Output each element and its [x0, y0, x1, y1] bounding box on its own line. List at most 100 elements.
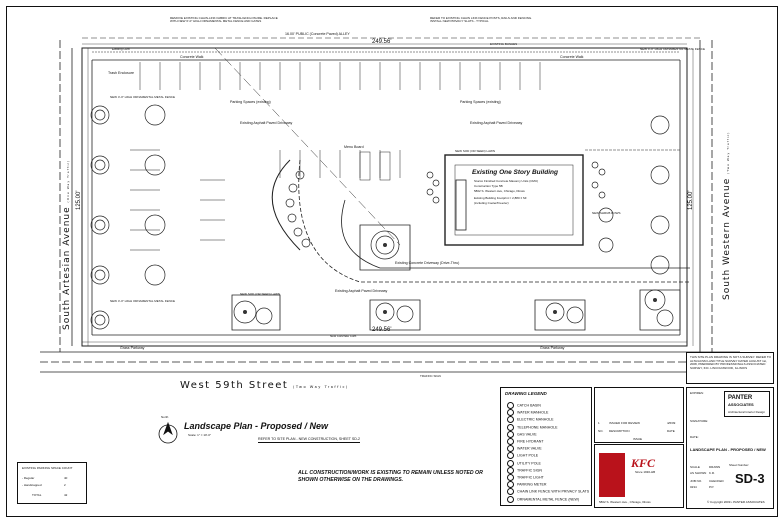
rev-issued: ISSUE [633, 437, 643, 441]
drawn-label: DRAWN [709, 465, 721, 469]
legend-symbol-icon [507, 430, 514, 438]
drawing-scale: Scale: 1" = 10'-0" [188, 433, 211, 437]
brand-since: Since 1930-HB [635, 470, 656, 474]
brand-address: 5802 S. Western Ave., Chicago, Illinois [599, 500, 651, 504]
rev-hdr-date: DATE [667, 429, 675, 433]
revision-block: 1 ISSUED FOR REVIEW 4/6/09 NO. DESCRIPTI… [594, 387, 684, 443]
copyright: © Copyright 2009 • PANTER ASSOCIATES [707, 500, 765, 504]
legend-item: ORNAMENTAL METAL FENCE (NEW) [507, 495, 579, 503]
sheet-label: Sheet Number: [729, 463, 750, 467]
grass-callout-1: NEW SOD (OR SEED) LAWN [455, 149, 496, 153]
legend-symbol-icon [507, 438, 514, 445]
asphalt-drive-label-3: Existing Asphalt Paved Driveway [335, 289, 388, 293]
legend-symbol-icon [507, 445, 514, 453]
legend-item-label: GAS VALVE [517, 432, 537, 437]
handicapped-label: - Handicapped [22, 483, 42, 487]
legend-item: TELEPHONE MANHOLE [507, 423, 558, 431]
total-label: TOTAL [32, 493, 42, 497]
asphalt-drive-label-2: Existing Asphalt Paved Driveway [470, 121, 523, 125]
legend-item: TRAFFIC LIGHT [507, 474, 544, 481]
trash-enclosure-label: Trash Enclosure [108, 71, 135, 75]
checked-label: CHECKED [709, 479, 724, 483]
legend-item: CHAIN LINK FENCE WITH PRIVACY SLATS [507, 488, 589, 496]
legend-symbol-icon [507, 452, 514, 460]
survey-note-box: THIS SITE PLAN DRAWING IS NOT A SURVEY. … [686, 352, 774, 384]
job-value: 0234 [690, 485, 697, 489]
grass-parkway-label: Grass Parkway [120, 346, 145, 350]
concrete-drive-label: Existing Concrete Driveway (Drive-Thru) [395, 261, 460, 265]
chain-link-note: REMOVE EXISTING CHAIN-LINK FABRIC AT TRA… [170, 16, 278, 24]
menu-board-label: Menu Board [344, 145, 364, 149]
colonel-logo [599, 453, 625, 497]
parking-count-title: EXISTING PARKING SPACE COUNT [22, 466, 73, 470]
legend-symbol-icon [507, 474, 514, 481]
legend-item-label: FIRE HYDRANT [517, 439, 544, 444]
fence-callout-3: NEW 4'-0" HIGH ORNAMENTAL METAL FENCE [640, 47, 705, 51]
brand-block: KFC Since 1930-HB 5802 S. Western Ave., … [594, 444, 684, 508]
legend-item: GAS VALVE [507, 430, 537, 438]
legend-item: LIGHT POLE [507, 452, 538, 460]
date-label: DATE: [690, 435, 699, 439]
legend-item-label: TRAFFIC SIGN [517, 468, 542, 473]
legend-item-label: CATCH BASIN [517, 403, 541, 408]
legend-item: FIRE HYDRANT [507, 438, 544, 445]
legend-symbol-icon [507, 466, 514, 474]
construction-note: ALL CONSTRUCTION/WORK IS EXISTING TO REM… [298, 470, 483, 483]
legend-symbol-icon [507, 402, 514, 409]
fence-callout-1: NEW 4'-0" HIGH ORNAMENTAL METAL FENCE [110, 95, 175, 99]
drawing-legend: DRAWING LEGEND CATCH BASIN WATER MANHOLE E… [500, 387, 592, 506]
firm-logo-block: PANTER ASSOCIATES Architectural Interior… [724, 391, 770, 417]
curb-callout: Existing Curb [112, 47, 130, 51]
bushes-callout: EXISTING BUSHES [490, 42, 518, 46]
legend-item-label: ELECTRIC MANHOLE [517, 417, 554, 422]
south-dimension: 249.56' [372, 327, 392, 333]
east-dimension: 125.00' [688, 190, 694, 211]
rev-hdr-no: NO. [598, 429, 604, 433]
legend-item: PARKING METER [507, 481, 547, 489]
firm-desc: Architectural Interior Design [728, 410, 766, 414]
legend-symbol-icon [507, 423, 514, 431]
building-line-2: Construction Type 5B [474, 184, 503, 188]
total-value: 42 [64, 493, 68, 497]
scale-value: AS SHOWN [690, 471, 707, 475]
drawing-sheet [6, 6, 778, 517]
legend-item: WATER MANHOLE [507, 409, 549, 417]
concrete-walk-label: Concrete Walk [180, 55, 204, 59]
rev-date: 4/6/09 [667, 421, 676, 425]
legend-symbol-icon [507, 459, 514, 467]
north-arrow-icon [158, 421, 178, 444]
shrubs-callout: NEW SHRUB ROWS [592, 211, 621, 215]
east-street-label: South Western Avenue (Two Way Traffic) [722, 131, 732, 300]
parking-label-mid: Parking Spaces (existing) [460, 100, 501, 104]
legend-item-label: WATER VALVE [517, 446, 542, 451]
west-dimension: 125.00' [76, 190, 82, 211]
legend-symbol-icon [507, 481, 514, 489]
asphalt-drive-label: Existing Asphalt Paved Driveway [240, 121, 293, 125]
title-block: EXPIRES: SIGNATURE: DATE: LANDSCAPE PLAN… [686, 387, 774, 509]
traffic-sign-label: TRAFFIC SIGN [420, 374, 441, 378]
legend-item-label: TELEPHONE MANHOLE [517, 425, 558, 430]
job-label: JOB NO. [690, 479, 703, 483]
survey-note-text: THIS SITE PLAN DRAWING IS NOT A SURVEY. … [690, 355, 771, 370]
building-line-3: 5802 S. Western Ave, Chicago, Illinois [474, 189, 525, 193]
rev-desc: ISSUED FOR REVIEW [609, 421, 641, 425]
building-title: Existing One Story Building [472, 169, 558, 176]
legend-item-label: UTILITY POLE [517, 461, 541, 466]
concrete-walk-label-2: Concrete Walk [560, 55, 584, 59]
refer-note: REFER TO SITE PLAN - NEW CONSTRUCTION, S… [258, 437, 361, 443]
legend-item: TRAFFIC SIGN [507, 466, 542, 474]
grass-parkway-label-2: Grass Parkway [540, 346, 565, 350]
legend-symbol-icon [507, 488, 514, 496]
fence-callout-2: NEW 4'-0" HIGH ORNAMENTAL METAL FENCE [110, 299, 175, 303]
regular-value: 40 [64, 476, 68, 480]
north-dimension: 249.56' [372, 39, 392, 45]
drawing-title: Landscape Plan - Proposed / New [184, 421, 329, 431]
sheet-number: SD-3 [735, 471, 765, 486]
legend-symbol-icon [507, 409, 514, 417]
grass-callout-2: NEW SOD (OR SEED) LAWN [240, 292, 281, 296]
rev-no: 1 [598, 421, 600, 425]
legend-item-label: WATER MANHOLE [517, 410, 549, 415]
firm-name-2: ASSOCIATES [728, 402, 754, 407]
legend-title: DRAWING LEGEND [505, 391, 547, 396]
